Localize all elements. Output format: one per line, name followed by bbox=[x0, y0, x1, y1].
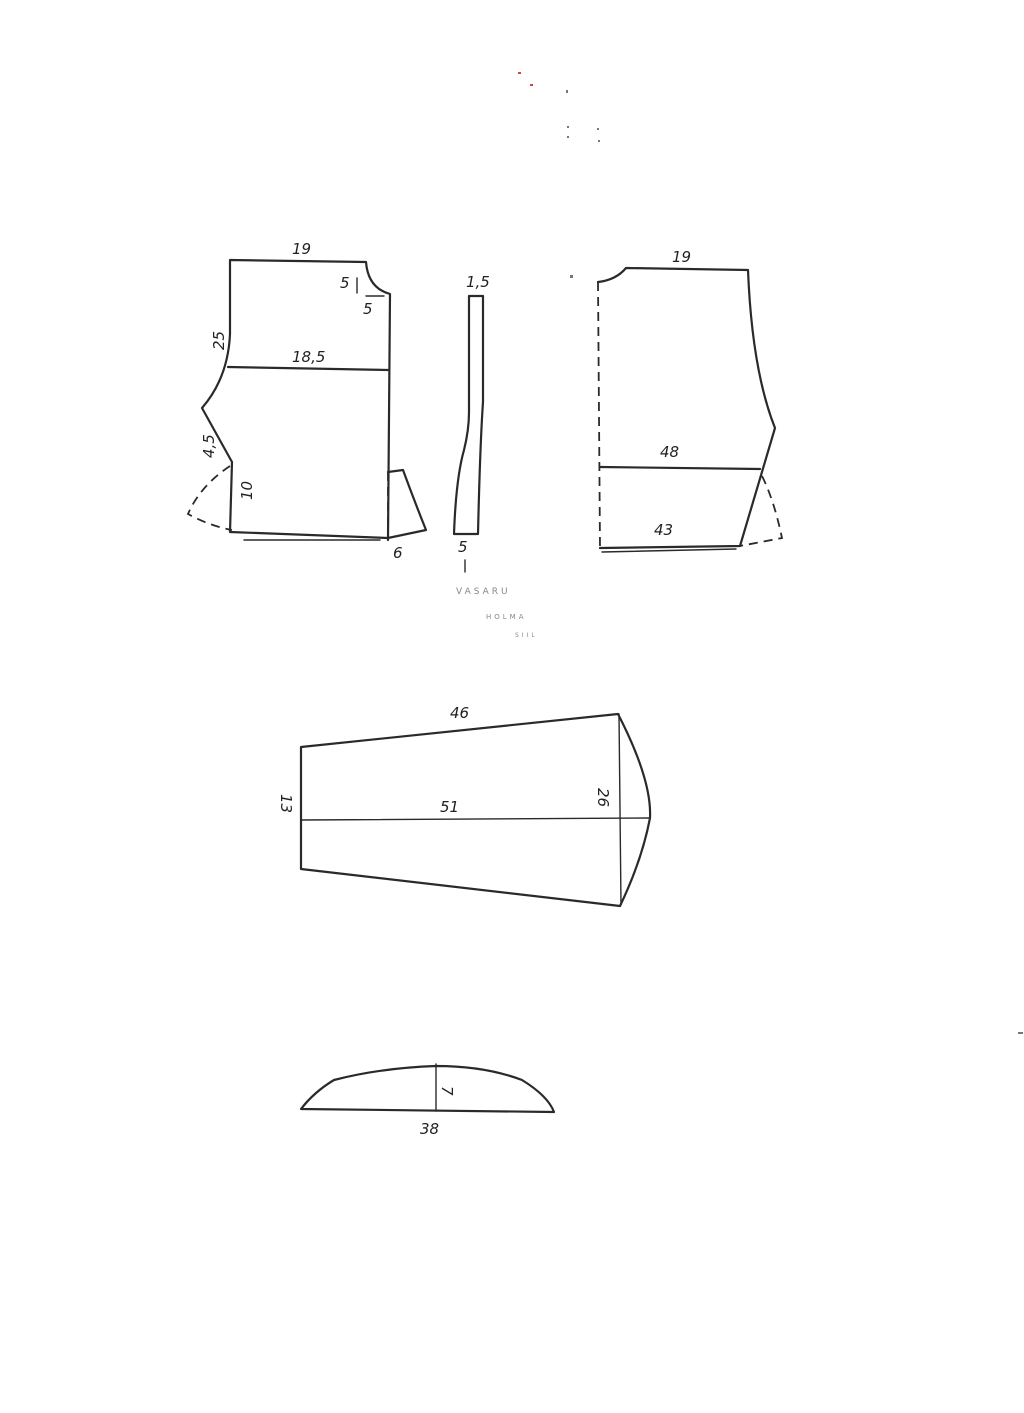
yoke-outline bbox=[452, 294, 485, 536]
front-hem-width-label: 43 bbox=[654, 521, 673, 539]
back-piece: 19 5 5 25 18,5 4,5 10 6 bbox=[186, 240, 428, 562]
collar-length-label: 38 bbox=[420, 1120, 439, 1138]
front-hem-flare bbox=[739, 475, 784, 547]
back-chest-width-label: 18,5 bbox=[292, 348, 325, 366]
collar: 38 7 bbox=[299, 1063, 556, 1138]
sleeve-outline bbox=[299, 712, 652, 908]
back-armhole-label: 4,5 bbox=[200, 434, 218, 458]
yoke-bottom-width-label: 5 bbox=[458, 538, 468, 556]
front-chest-width-label: 48 bbox=[660, 443, 679, 461]
sleeve-cap-label: 26 bbox=[594, 788, 612, 807]
sleeve-wrist-label: 13 bbox=[277, 794, 295, 813]
front-top-width-label: 19 bbox=[672, 248, 691, 266]
back-dart-left bbox=[186, 465, 233, 531]
back-neck-depth-label: 5 bbox=[340, 274, 350, 292]
yoke-note-line-1: VASARU bbox=[456, 587, 511, 597]
back-hem-flare-label: 6 bbox=[393, 544, 403, 562]
sleeve-length-label: 51 bbox=[440, 798, 459, 816]
sleeve-cap-line bbox=[618, 713, 622, 906]
yoke-strip: 1,5 5 VASARU HOLMA SIIL bbox=[452, 273, 538, 639]
back-outline bbox=[200, 258, 392, 542]
yoke-note-line-3: SIIL bbox=[515, 632, 538, 639]
front-center-fold bbox=[597, 281, 601, 549]
back-hem-flare bbox=[386, 468, 428, 540]
sleeve-top-label: 46 bbox=[450, 704, 469, 722]
collar-outline bbox=[299, 1064, 556, 1114]
scan-specks bbox=[518, 72, 1023, 1034]
front-chest-line bbox=[598, 465, 762, 471]
back-neck-width-label: 5 bbox=[363, 300, 373, 318]
sleeve: 46 51 13 26 bbox=[277, 704, 652, 908]
back-shoulder-label: 25 bbox=[210, 331, 228, 350]
front-piece: 19 48 43 bbox=[596, 248, 784, 553]
back-chest-line bbox=[226, 365, 390, 372]
sleeve-center-line bbox=[300, 817, 651, 821]
back-top-width-label: 19 bbox=[292, 240, 311, 258]
front-hem-mark bbox=[601, 548, 737, 553]
yoke-note-line-2: HOLMA bbox=[486, 613, 527, 621]
yoke-top-width-label: 1,5 bbox=[466, 273, 490, 291]
collar-height-label: 7 bbox=[438, 1086, 456, 1096]
back-hem-height-label: 10 bbox=[238, 481, 256, 500]
front-outline bbox=[596, 266, 777, 550]
